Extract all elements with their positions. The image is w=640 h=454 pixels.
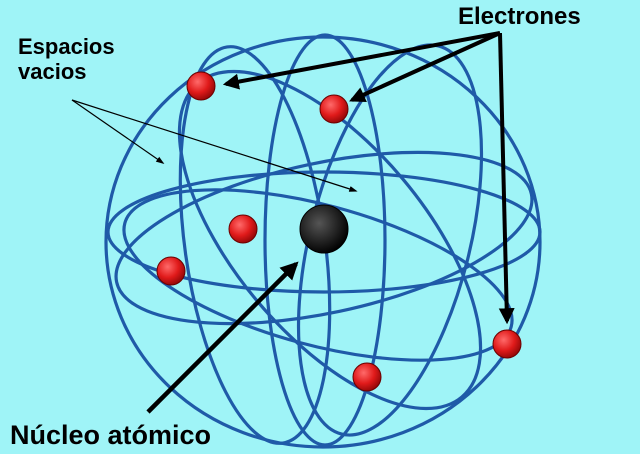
electron xyxy=(492,329,522,359)
electron xyxy=(352,362,382,392)
outer-sphere-orbit xyxy=(104,35,542,449)
empty-spaces-label-line1: Espacios xyxy=(18,34,115,59)
vertical-orbit-right xyxy=(296,43,484,437)
arrow-to-electron-1 xyxy=(222,31,501,90)
electron xyxy=(156,256,186,286)
nucleus-label: Núcleo atómico xyxy=(10,420,212,450)
equatorial-orbit xyxy=(106,170,542,294)
electron xyxy=(319,94,349,124)
arrow-to-space-2 xyxy=(71,99,358,192)
arrow-to-electron-2 xyxy=(349,31,501,103)
nucleus xyxy=(299,204,349,254)
arrow-to-nucleus xyxy=(146,261,299,414)
empty-spaces-label-line2: vacios xyxy=(18,59,87,85)
arrow-to-electron-3 xyxy=(498,32,515,325)
electron xyxy=(186,71,216,101)
empty-spaces-label: Espacios vacios xyxy=(18,34,115,85)
empty-space-arrows xyxy=(71,99,358,192)
electrons xyxy=(156,71,522,392)
electrons-label: Electrones xyxy=(458,3,581,30)
vertical-orbit-center xyxy=(263,33,387,447)
electron-arrows xyxy=(222,31,515,325)
electron xyxy=(228,214,258,244)
arrow-to-space-1 xyxy=(71,99,165,164)
